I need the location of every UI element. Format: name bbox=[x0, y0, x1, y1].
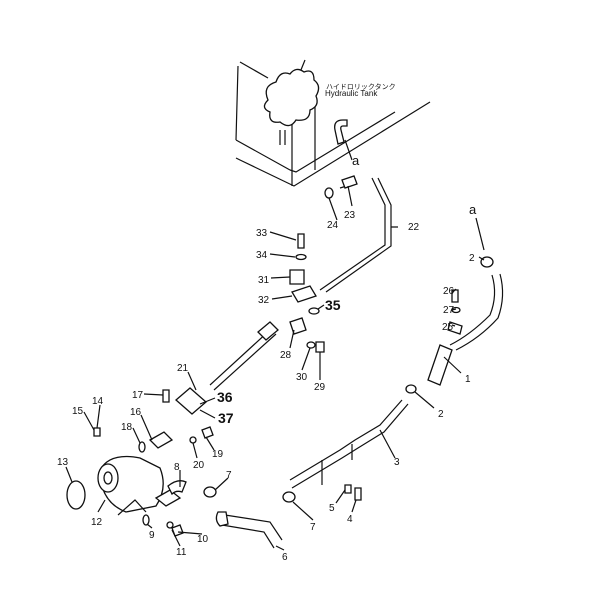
bolt-33 bbox=[297, 233, 305, 249]
label-13: 13 bbox=[57, 457, 69, 468]
clamp-7b bbox=[282, 491, 296, 503]
label-1: 1 bbox=[465, 374, 471, 385]
washer-20 bbox=[189, 436, 197, 444]
hose-6 bbox=[221, 514, 283, 549]
hose-1 bbox=[427, 344, 453, 386]
bolt-29 bbox=[315, 341, 325, 353]
label-10: 10 bbox=[197, 534, 209, 545]
washer-34 bbox=[295, 253, 307, 261]
label-24: 24 bbox=[327, 220, 339, 231]
clamp-31 bbox=[289, 269, 305, 285]
ref-a1: a bbox=[352, 153, 360, 168]
pipe-3-bracket bbox=[321, 444, 353, 485]
o-ring-18 bbox=[138, 441, 146, 453]
ref-arrow-a2 bbox=[475, 217, 485, 251]
tank-label-jp: ハイドロリックタンク bbox=[326, 82, 396, 91]
clamp-7a bbox=[203, 486, 217, 498]
clamp-2b bbox=[405, 384, 417, 394]
elbow-8 bbox=[167, 480, 187, 496]
hydraulic-tank: ハイドロリックタンク Hydraulic Tank bbox=[235, 59, 431, 187]
ref-arrow-a1 bbox=[344, 139, 353, 161]
label-17: 17 bbox=[132, 390, 144, 401]
label-14: 14 bbox=[92, 396, 104, 407]
label-32: 32 bbox=[258, 295, 270, 306]
clamp-2a bbox=[480, 256, 494, 268]
label-7b: 7 bbox=[310, 522, 316, 533]
label-29: 29 bbox=[314, 382, 326, 393]
ref-a2: a bbox=[469, 202, 477, 217]
label-34: 34 bbox=[256, 250, 268, 261]
bracket-28 bbox=[289, 317, 307, 335]
label-2a: 2 bbox=[469, 253, 475, 264]
label-9: 9 bbox=[149, 530, 155, 541]
bolt-4 bbox=[354, 487, 362, 501]
washer-35 bbox=[308, 307, 320, 315]
label-31: 31 bbox=[258, 275, 270, 286]
hose-21 bbox=[209, 329, 277, 391]
leader bbox=[117, 499, 147, 516]
label-7a: 7 bbox=[226, 470, 232, 481]
label-37: 37 bbox=[218, 410, 234, 426]
label-33: 33 bbox=[256, 228, 268, 239]
tank-label-en: Hydraulic Tank bbox=[325, 89, 378, 98]
elbow-23 bbox=[341, 175, 358, 189]
label-22: 22 bbox=[408, 222, 420, 233]
label-2b: 2 bbox=[438, 409, 444, 420]
label-23: 23 bbox=[344, 210, 356, 221]
label-27: 27 bbox=[443, 305, 455, 316]
label-35: 35 bbox=[325, 297, 341, 313]
hose-1-upper bbox=[449, 273, 504, 351]
label-3: 3 bbox=[394, 457, 400, 468]
label-20: 20 bbox=[193, 460, 205, 471]
flange-16 bbox=[148, 431, 174, 449]
label-28: 28 bbox=[280, 350, 292, 361]
pump-12 bbox=[97, 455, 164, 513]
washer-5 bbox=[344, 484, 352, 494]
bolt-19 bbox=[201, 426, 214, 439]
bolt-26 bbox=[451, 289, 459, 303]
label-6: 6 bbox=[282, 552, 288, 563]
washer-30 bbox=[306, 341, 316, 349]
label-18: 18 bbox=[121, 422, 133, 433]
hose-6-end bbox=[215, 511, 229, 527]
hose-fitting bbox=[257, 321, 279, 341]
label-15: 15 bbox=[72, 406, 84, 417]
o-ring-9 bbox=[142, 514, 150, 526]
bolt-14 bbox=[93, 427, 101, 437]
label-11: 11 bbox=[176, 547, 187, 558]
flange-8 bbox=[154, 489, 182, 507]
label-19: 19 bbox=[212, 449, 224, 460]
label-8: 8 bbox=[174, 462, 180, 473]
o-ring-24 bbox=[324, 187, 334, 199]
pipe-3 bbox=[289, 399, 409, 489]
label-16: 16 bbox=[130, 407, 142, 418]
fitting-32 bbox=[291, 285, 317, 303]
hose-fitting-36 bbox=[175, 387, 207, 415]
label-25: 25 bbox=[442, 322, 454, 333]
label-4: 4 bbox=[347, 514, 353, 525]
label-36: 36 bbox=[217, 389, 233, 405]
label-26: 26 bbox=[443, 286, 455, 297]
label-12: 12 bbox=[91, 517, 103, 528]
label-30: 30 bbox=[296, 372, 308, 383]
washer-11 bbox=[166, 521, 174, 529]
clamp-25 bbox=[447, 321, 463, 335]
label-21: 21 bbox=[177, 363, 189, 374]
label-5: 5 bbox=[329, 503, 335, 514]
fitting-17 bbox=[162, 389, 170, 403]
o-ring-13 bbox=[66, 480, 86, 510]
